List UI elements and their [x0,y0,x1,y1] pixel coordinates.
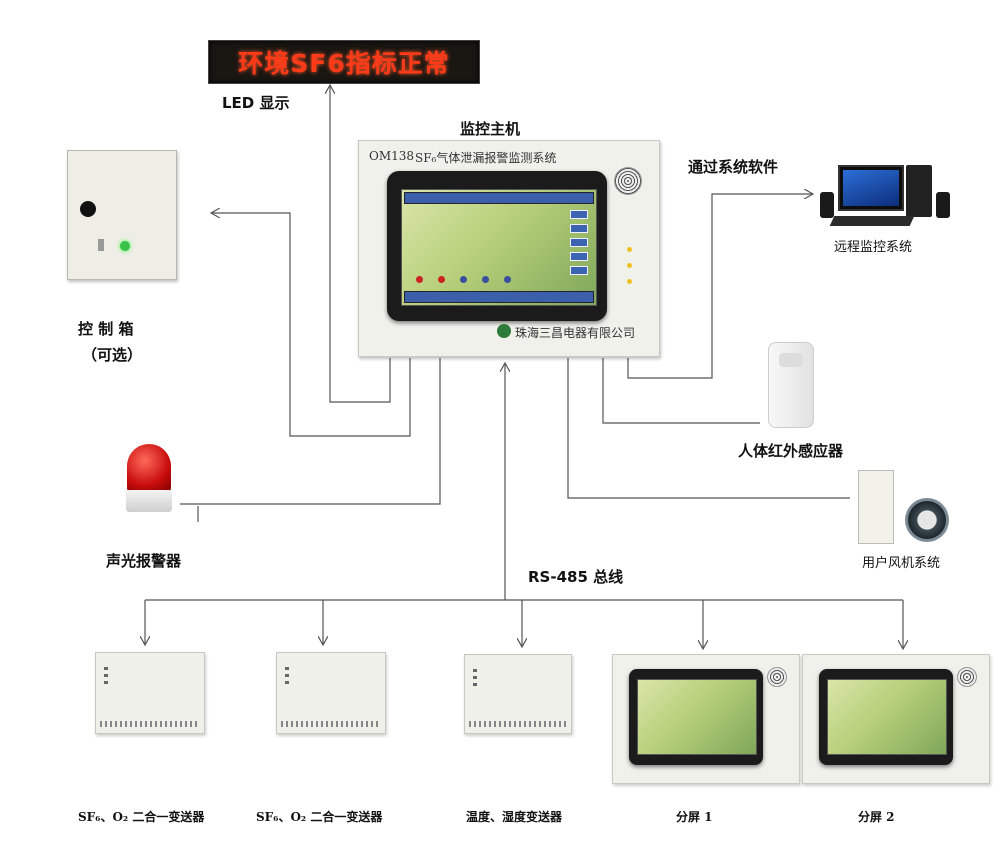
monitoring-host: OM138 SF₆气体泄漏报警监测系统 珠海三昌电器有限公司 [358,140,660,357]
alarm-base-icon [126,490,172,512]
fan-label: 用户风机系统 [862,556,941,571]
speaker-left-icon [820,192,834,218]
host-model: OM138 [369,149,415,163]
pc-software-label: 通过系统软件 [688,158,779,176]
device-sf6-o2-transmitter-2 [276,652,386,734]
host-company: 珠海三昌电器有限公司 [515,326,636,340]
device-temp-humidity-transmitter [464,654,572,734]
alarm-light-icon [127,444,171,492]
fan-icon [905,498,949,542]
pir-label: 人体红外感应器 [738,442,844,460]
control-box-sublabel: （可选） [82,346,143,364]
device-sub-screen-2 [802,654,990,784]
led-display-text: 环境SF6指标正常 [238,49,450,78]
keyboard-icon [829,216,915,226]
wire-pir [602,358,760,424]
control-box [67,150,177,280]
device-caption-1: SF₆、O₂ 二合一变送器 [78,810,205,824]
device-caption-4: 分屏 1 [676,810,713,824]
led-display: 环境SF6指标正常 [208,40,480,84]
indicator-light-icon [120,241,130,251]
pir-sensor-icon [768,342,814,428]
device-caption-3: 温度、湿度变送器 [466,810,563,824]
speaker-right-icon [936,192,950,218]
pc-tower-icon [906,165,932,217]
device-sf6-o2-transmitter-1 [95,652,205,734]
led-display-label: LED 显示 [222,94,290,112]
device-caption-5: 分屏 2 [858,810,895,824]
alarm-label: 声光报警器 [106,552,182,570]
fan-control-cabinet-icon [858,470,894,544]
device-caption-2: SF₆、O₂ 二合一变送器 [256,810,383,824]
speaker-icon [614,167,642,195]
switch-icon [98,239,104,251]
host-lcd-screen [401,189,597,306]
monitor-icon [838,165,904,211]
host-screen-bezel [387,171,607,321]
device-sub-screen-1 [612,654,800,784]
control-box-label: 控 制 箱 [78,320,134,338]
wire-alarm [180,358,441,505]
knob-icon [80,201,96,217]
host-label: 监控主机 [460,120,521,138]
pc-caption: 远程监控系统 [834,240,913,255]
bus-label: RS-485 总线 [528,568,624,586]
host-title: SF₆气体泄漏报警监测系统 [415,151,557,165]
company-logo-icon [497,324,511,338]
